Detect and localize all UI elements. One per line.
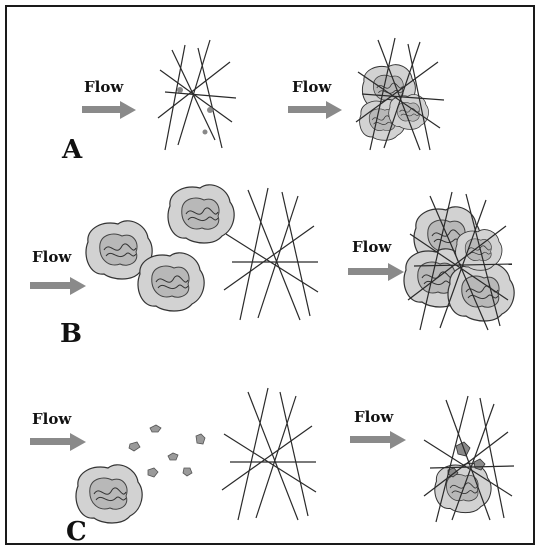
flow-label-a1: Flow [84,78,124,96]
panel-label-c: C [66,517,87,547]
flow-label-b1: Flow [32,248,72,266]
free-particle-c [76,465,142,523]
panel-label-a: A [61,135,83,165]
flow-label-c1: Flow [32,410,72,428]
flow-label-c2: Flow [354,408,394,426]
flow-label-a2: Flow [292,78,332,96]
flow-label-b2: Flow [352,238,392,256]
panel-label-b: B [60,319,82,349]
